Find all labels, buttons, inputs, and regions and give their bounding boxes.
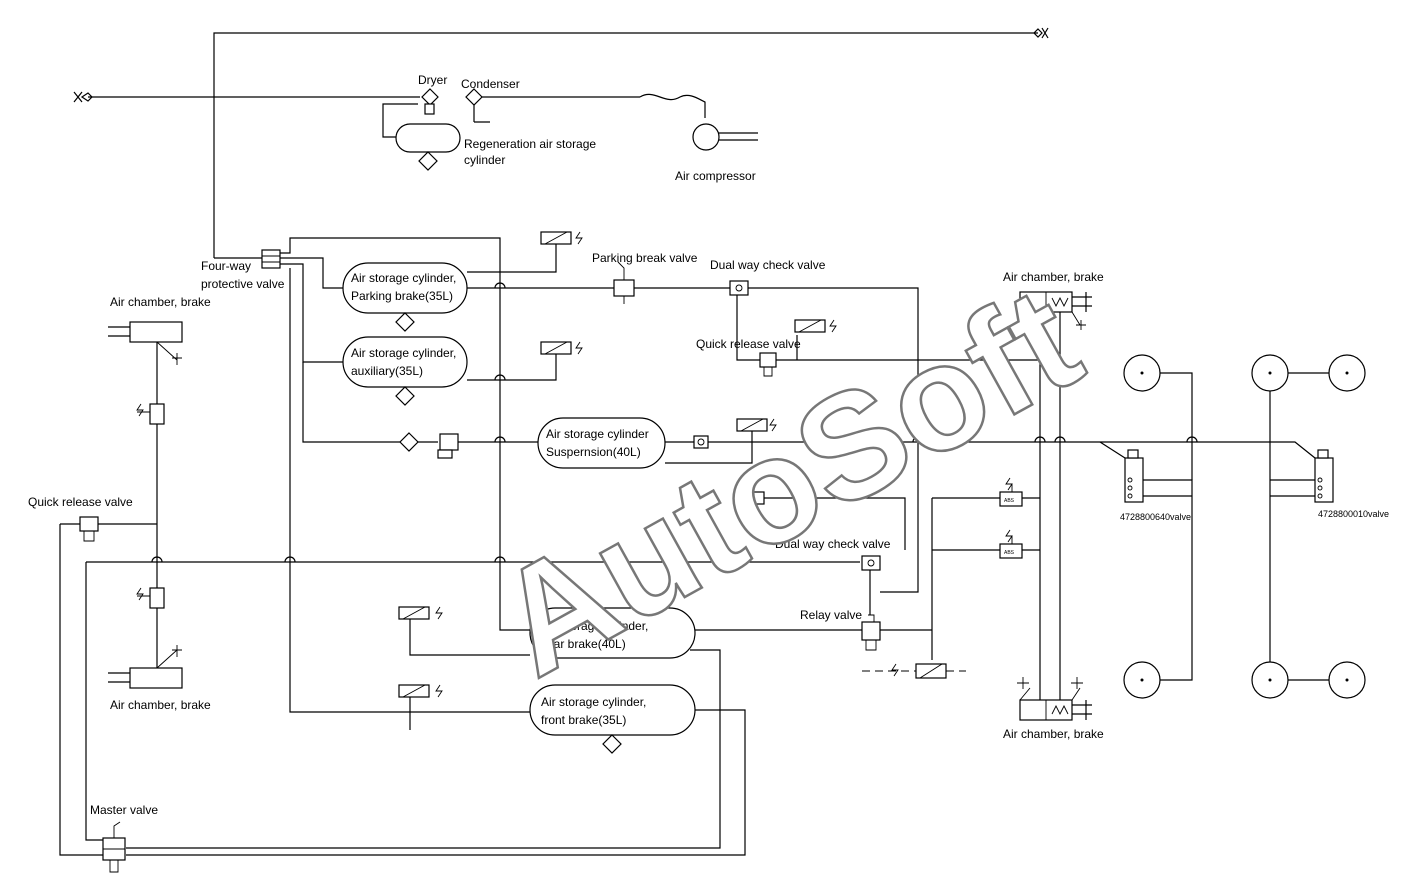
regen-label-1: Regeneration air storage (464, 137, 596, 151)
front-tank-label-2: front brake(35L) (541, 713, 626, 727)
condenser-icon: Condenser (461, 77, 520, 106)
relay-valve: Relay valve (800, 608, 881, 651)
abs-label-right-bottom: ABS (1004, 550, 1015, 556)
air-compressor-label: Air compressor (675, 169, 756, 183)
dual-way-check-valve-bottom: Dual way check valve (775, 537, 891, 571)
suspension-valve-icon (693, 435, 709, 449)
quick-release-valve-top: Quick release valve (696, 337, 801, 377)
abs-valve-right-bottom: ABS (999, 529, 1023, 559)
outlet-coupling-icon (1033, 27, 1049, 39)
abs-valve-left-top (136, 403, 165, 425)
air-chamber-left-bottom: Air chamber, brake (108, 645, 211, 712)
air-spring-icons (1123, 354, 1366, 699)
abs-valve-right-top: ABS (999, 477, 1023, 507)
parking-brake-valve: Parking break valve (592, 251, 698, 304)
susp-tank-label-2: Suspernsion(40L) (546, 445, 641, 459)
abs-valve-center: ABS (739, 491, 765, 505)
parking-break-valve-label: Parking break valve (592, 251, 698, 265)
dual-way-check-valve-label-bottom: Dual way check valve (775, 537, 891, 551)
rear-tank-label-1: Air storage cylinder, (543, 619, 648, 633)
condenser-label: Condenser (461, 77, 520, 91)
parking-tank-label-2: Parking brake(35L) (351, 289, 453, 303)
air-chamber-label-right-top: Air chamber, brake (1003, 270, 1104, 284)
quick-release-valve-label-top: Quick release valve (696, 337, 801, 351)
regen-label-2: cylinder (464, 153, 505, 167)
inlet-coupling-icon (73, 91, 93, 103)
air-chamber-label-right-bottom: Air chamber, brake (1003, 727, 1104, 741)
four-way-label-2: protective valve (201, 277, 285, 291)
abs-label-right-top: ABS (1004, 498, 1015, 504)
regeneration-air-storage-cylinder: Regeneration air storage cylinder (395, 123, 596, 171)
aux-tank-label-1: Air storage cylinder, (351, 346, 456, 360)
valve-a-label: 4728800640valve (1120, 512, 1191, 522)
auxiliary-tank: Air storage cylinder, auxiliary(35L) (342, 336, 468, 406)
rear-brake-tank: Air storage cylinder, rear brake(40L) (529, 607, 696, 659)
valve-b-label: 4728800010valve (1318, 509, 1389, 519)
front-brake-tank: Air storage cylinder, front brake(35L) (529, 684, 696, 754)
suspension-tank: Air storage cylinder Suspernsion(40L) (537, 417, 666, 469)
pressure-switch-icons (398, 231, 966, 698)
air-chamber-label-left-top: Air chamber, brake (110, 295, 211, 309)
aux-tank-label-2: auxiliary(35L) (351, 364, 423, 378)
abs-label-center: ABS (744, 496, 755, 502)
front-tank-label-1: Air storage cylinder, (541, 695, 646, 709)
suspension-filter-icon (399, 432, 459, 459)
master-valve: Master valve (90, 803, 158, 873)
relay-valve-label: Relay valve (800, 608, 862, 622)
susp-tank-label-1: Air storage cylinder (546, 427, 649, 441)
dual-way-check-valve-top: Dual way check valve (710, 258, 826, 296)
parking-tank-label-1: Air storage cylinder, (351, 271, 456, 285)
autosoft-watermark: AutoSoft (470, 254, 1105, 708)
air-chamber-label-left-bottom: Air chamber, brake (110, 698, 211, 712)
parking-brake-tank: Air storage cylinder, Parking brake(35L) (342, 262, 468, 332)
air-chamber-right-bottom: Air chamber, brake (1003, 677, 1104, 741)
dryer-label: Dryer (418, 73, 447, 87)
height-valve-a: 4728800640valve (1120, 449, 1191, 522)
quick-release-valve-label-left: Quick release valve (28, 495, 133, 509)
quick-release-valve-left: Quick release valve (28, 495, 133, 542)
four-way-label-1: Four-way (201, 259, 251, 273)
height-valve-b: 4728800010valve (1314, 449, 1389, 519)
air-chamber-right-top: Air chamber, brake (1003, 270, 1104, 330)
air-chamber-left-top: Air chamber, brake (108, 295, 211, 365)
master-valve-label: Master valve (90, 803, 158, 817)
four-way-protective-valve: Four-way protective valve (201, 249, 285, 291)
dual-way-check-valve-label-top: Dual way check valve (710, 258, 826, 272)
abs-valve-left-bottom (136, 587, 165, 609)
rear-tank-label-2: rear brake(40L) (543, 637, 626, 651)
pipe-network (59, 32, 1330, 856)
dryer-icon: Dryer (418, 73, 447, 115)
air-compressor-icon: Air compressor (675, 123, 756, 183)
